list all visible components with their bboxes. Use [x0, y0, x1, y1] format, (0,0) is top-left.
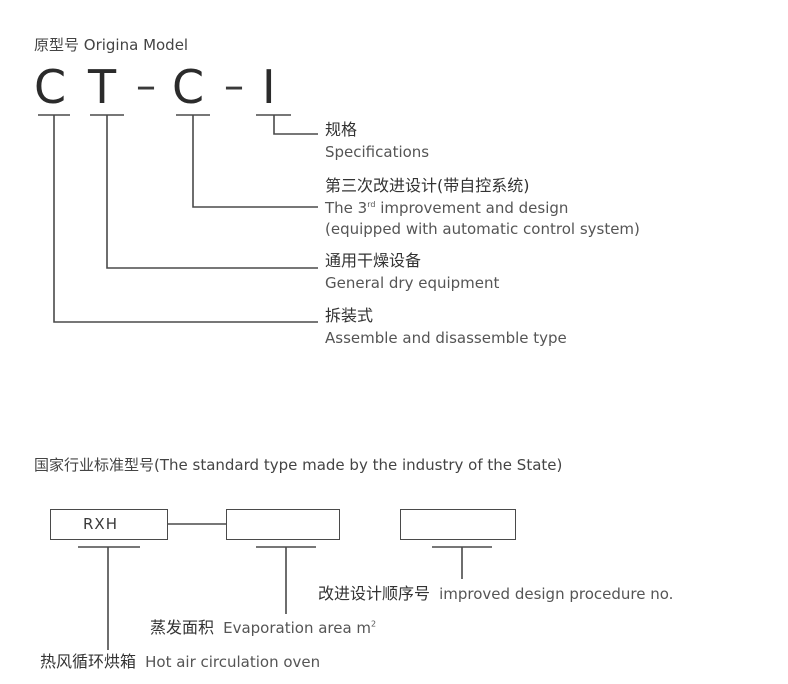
assemble-label-cn: 拆装式: [325, 306, 374, 325]
code-letter-i: I: [262, 60, 276, 114]
code-dash-2: –: [224, 63, 244, 109]
code-dash-1: –: [136, 63, 156, 109]
assemble-label-en: Assemble and disassemble type: [325, 329, 567, 347]
oven-label: 热风循环烘箱 Hot air circulation oven: [40, 652, 321, 671]
code-box-rxh: RXH: [50, 509, 168, 540]
improvement-label-en-2: (equipped with automatic control system): [325, 220, 640, 238]
standard-model-header: 国家行业标准型号(The standard type made by the i…: [34, 456, 563, 474]
evaporation-label: 蒸发面积 Evaporation area m2: [150, 618, 377, 637]
design-no-label: 改进设计顺序号 improved design procedure no.: [318, 584, 674, 603]
general-dry-label-en: General dry equipment: [325, 274, 500, 292]
general-dry-label-cn: 通用干燥设备: [325, 251, 422, 270]
leader-c1: [53, 115, 318, 323]
improvement-label-en: The 3rd improvement and design: [325, 199, 569, 217]
spec-label-en: Specifications: [325, 143, 430, 161]
code-letter-t: T: [88, 60, 117, 114]
leader-i: [273, 115, 318, 135]
code-letter-c2: C: [172, 60, 205, 114]
spec-label-cn: 规格: [325, 120, 358, 139]
leader-c2: [192, 115, 318, 208]
original-model-header: 原型号 Origina Model: [34, 36, 189, 54]
improvement-label-cn: 第三次改进设计(带自控系统): [325, 176, 530, 195]
leader-t: [106, 115, 318, 269]
code-box-design-no: [400, 509, 516, 540]
code-box-rxh-label: RXH: [83, 515, 118, 533]
code-letter-c1: C: [34, 60, 67, 114]
code-box-evaporation: [226, 509, 340, 540]
